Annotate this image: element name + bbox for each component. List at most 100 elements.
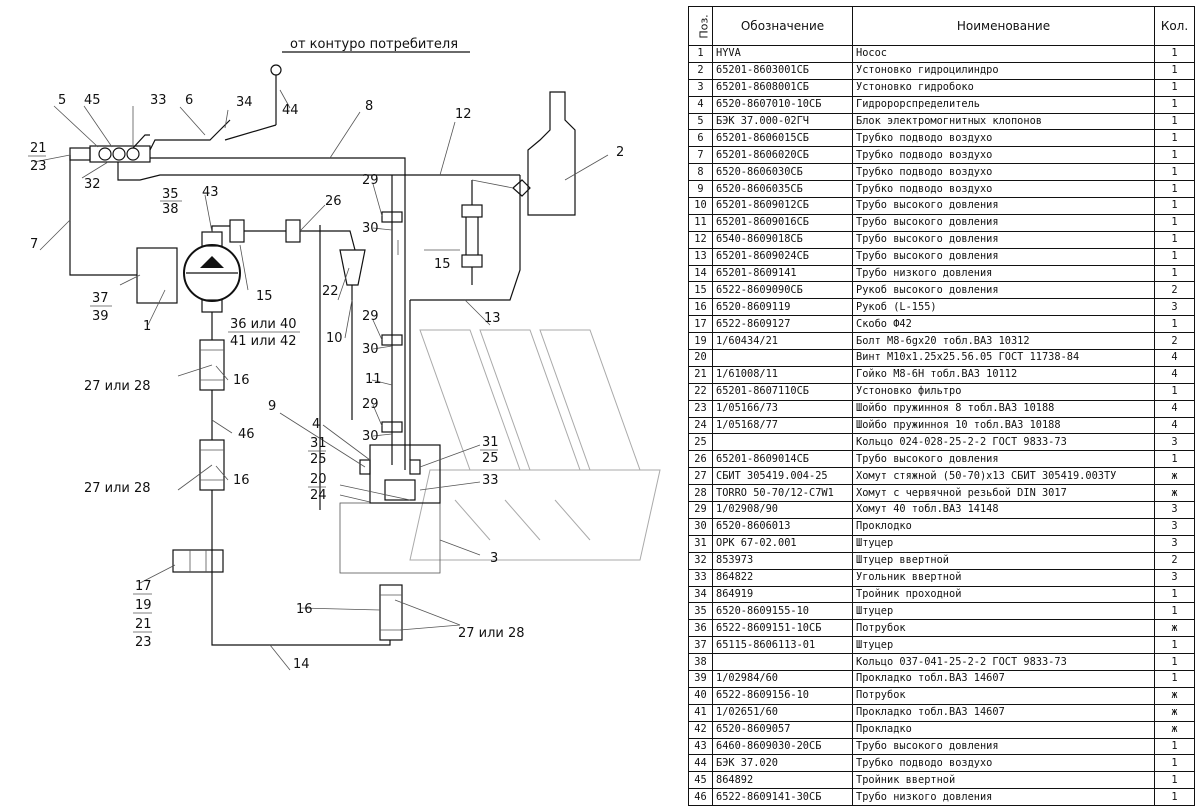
callout: 39 bbox=[92, 309, 109, 324]
tank-and-distributor bbox=[339, 175, 441, 574]
callout: 17 bbox=[135, 579, 152, 594]
cell-pos: 43 bbox=[688, 737, 713, 756]
cell-pos: 4 bbox=[688, 95, 713, 114]
cell-qty: 3 bbox=[1154, 298, 1195, 317]
cell-designation: 1/02908/90 bbox=[712, 501, 853, 519]
alt-label: 36 или 40 bbox=[230, 317, 297, 332]
callout: 2 bbox=[616, 145, 624, 160]
cell-qty: 1 bbox=[1154, 754, 1195, 773]
cell-designation: БЭК 37.020 bbox=[712, 754, 853, 773]
cell-designation: 6520-8606035СБ bbox=[712, 180, 853, 199]
cell-name: Нococ bbox=[852, 45, 1155, 63]
cell-name: Болт М8-6gх20 тобл.ВАЗ 10312 bbox=[852, 332, 1155, 351]
cell-designation: 6522-8609090СБ bbox=[712, 281, 853, 300]
cell-pos: 12 bbox=[688, 230, 713, 249]
cell-pos: 22 bbox=[688, 382, 713, 401]
cell-qty: 1 bbox=[1154, 636, 1195, 655]
leader-lines bbox=[33, 89, 609, 671]
cell-name: Винт М10х1.25х25.56.05 ГОСТ 11738-84 bbox=[852, 349, 1155, 367]
callout: 14 bbox=[293, 657, 310, 672]
cell-qty: 1 bbox=[1154, 61, 1195, 80]
alt-label: 27 или 28 bbox=[84, 379, 151, 394]
consumer-port: от контуро потребителя bbox=[270, 37, 470, 125]
cell-qty: ж bbox=[1154, 686, 1195, 705]
cell-pos: 39 bbox=[688, 669, 713, 688]
cell-designation: 6520-8606013 bbox=[712, 517, 853, 536]
cell-pos: 13 bbox=[688, 247, 713, 266]
cell-name: Трубо высокого довления bbox=[852, 737, 1155, 756]
cell-qty: ж bbox=[1154, 703, 1195, 722]
cell-designation: ОРК 67-02.001 bbox=[712, 534, 853, 553]
cell-designation: 6522-8609156-10 bbox=[712, 686, 853, 705]
cell-name: Трубо низкого довления bbox=[852, 264, 1155, 283]
cell-name: Рукоб высокого довления bbox=[852, 281, 1155, 300]
cell-name: Штуцер ввертной bbox=[852, 551, 1155, 570]
cell-pos: 36 bbox=[688, 619, 713, 638]
callout: 15 bbox=[434, 257, 451, 272]
cell-designation: 6540-8609018СБ bbox=[712, 230, 853, 249]
callout: 21 bbox=[135, 617, 152, 632]
cell-pos: 8 bbox=[688, 163, 713, 182]
callout: 24 bbox=[310, 488, 327, 503]
cell-pos: 41 bbox=[688, 703, 713, 722]
cell-name: Прокладко тобл.ВАЗ 14607 bbox=[852, 669, 1155, 688]
cell-qty: ж bbox=[1154, 720, 1195, 739]
cell-qty: 1 bbox=[1154, 112, 1195, 131]
cell-qty: ж bbox=[1154, 619, 1195, 638]
cell-qty: 1 bbox=[1154, 180, 1195, 199]
cell-name: Штуцер bbox=[852, 602, 1155, 621]
alt-label: 27 или 28 bbox=[458, 626, 525, 641]
cell-designation: 1/02651/60 bbox=[712, 703, 853, 722]
callout: 29 bbox=[362, 309, 379, 324]
callout: 23 bbox=[135, 635, 152, 650]
cell-qty: 1 bbox=[1154, 230, 1195, 249]
callout: 32 bbox=[84, 177, 101, 192]
cell-designation: 65201-8606020СБ bbox=[712, 146, 853, 165]
cell-designation: 1/05168/77 bbox=[712, 416, 853, 435]
cell-qty: 4 bbox=[1154, 399, 1195, 418]
cell-qty: 3 bbox=[1154, 568, 1195, 587]
cell-name: Трубо высокого довления bbox=[852, 247, 1155, 266]
callout: 1 bbox=[143, 319, 151, 334]
cell-pos: 1 bbox=[688, 45, 713, 63]
cell-qty: 1 bbox=[1154, 197, 1195, 215]
cell-designation: 6520-8609119 bbox=[712, 298, 853, 317]
cell-qty: 4 bbox=[1154, 416, 1195, 435]
cell-pos: 20 bbox=[688, 349, 713, 367]
cell-designation: 864919 bbox=[712, 585, 853, 604]
callout: 30 bbox=[362, 342, 379, 357]
cell-pos: 25 bbox=[688, 433, 713, 452]
callout: 5 bbox=[58, 93, 66, 108]
cell-qty: 3 bbox=[1154, 517, 1195, 536]
cell-pos: 46 bbox=[688, 788, 713, 807]
callout: 44 bbox=[282, 103, 299, 118]
cell-designation bbox=[712, 349, 853, 367]
cell-qty: ж bbox=[1154, 484, 1195, 503]
cell-pos: 10 bbox=[688, 197, 713, 215]
cell-designation: 65201-8609016СБ bbox=[712, 213, 853, 232]
cell-designation: 6520-8609155-10 bbox=[712, 602, 853, 621]
cell-pos: 35 bbox=[688, 602, 713, 621]
cell-name: Трубко подводо воздухо bbox=[852, 754, 1155, 773]
cell-qty: 1 bbox=[1154, 264, 1195, 283]
cell-designation: 65201-8609014СБ bbox=[712, 450, 853, 469]
cell-name: Кольцо 037-041-25-2-2 ГОСТ 9833-73 bbox=[852, 653, 1155, 671]
cell-qty: 1 bbox=[1154, 315, 1195, 334]
callout: 13 bbox=[484, 311, 501, 326]
